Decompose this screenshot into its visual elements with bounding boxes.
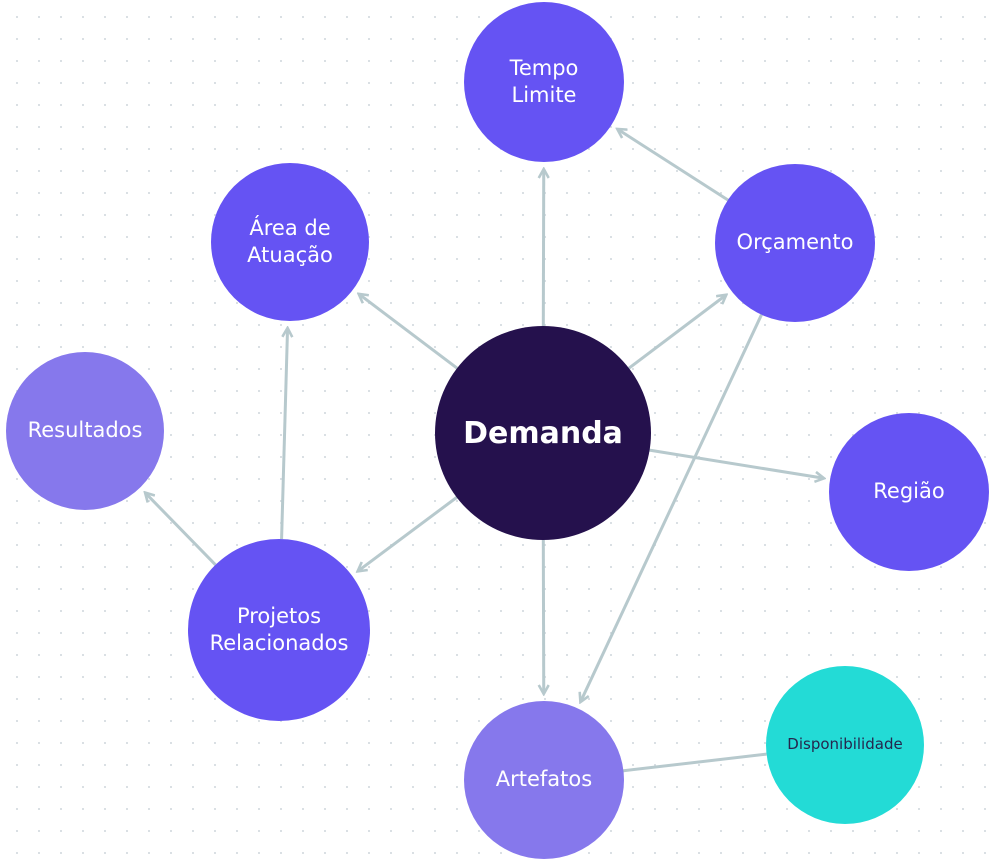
node-resultados[interactable]: Resultados xyxy=(6,352,164,510)
node-label-resultados: Resultados xyxy=(27,418,143,443)
node-label-projetos-relacionados: Projetos Relacionados xyxy=(209,603,349,655)
node-projetos-relacionados[interactable]: Projetos Relacionados xyxy=(188,539,370,721)
node-label-demanda: Demanda xyxy=(463,415,623,451)
node-label-artefatos: Artefatos xyxy=(495,767,593,792)
edge-orcamento-to-tempo-limite xyxy=(618,130,730,202)
edge-projetos-relacionados-to-area-de-atuacao xyxy=(280,329,288,540)
edge-demanda-to-regiao xyxy=(648,448,823,478)
node-label-area-de-atuacao: Área de Atuação xyxy=(247,215,333,267)
edge-orcamento-to-artefatos xyxy=(581,313,763,702)
node-disponibilidade[interactable]: Disponibilidade xyxy=(766,666,924,824)
node-label-tempo-limite: Tempo Limite xyxy=(509,55,579,107)
edge-artefatos-to-disponibilidade xyxy=(622,752,767,773)
node-tempo-limite[interactable]: Tempo Limite xyxy=(464,2,624,162)
node-regiao[interactable]: Região xyxy=(829,413,989,571)
edge-demanda-to-orcamento xyxy=(627,295,725,370)
node-orcamento[interactable]: Orçamento xyxy=(715,164,875,322)
node-label-regiao: Região xyxy=(873,479,945,504)
node-demanda[interactable]: Demanda xyxy=(435,326,651,540)
edge-demanda-to-area-de-atuacao xyxy=(359,294,459,370)
node-label-disponibilidade: Disponibilidade xyxy=(787,735,903,754)
edge-projetos-relacionados-to-resultados xyxy=(146,493,217,566)
edge-demanda-to-projetos-relacionados xyxy=(358,495,459,571)
node-label-orcamento: Orçamento xyxy=(736,230,854,255)
node-area-de-atuacao[interactable]: Área de Atuação xyxy=(211,163,369,321)
node-artefatos[interactable]: Artefatos xyxy=(464,701,624,859)
